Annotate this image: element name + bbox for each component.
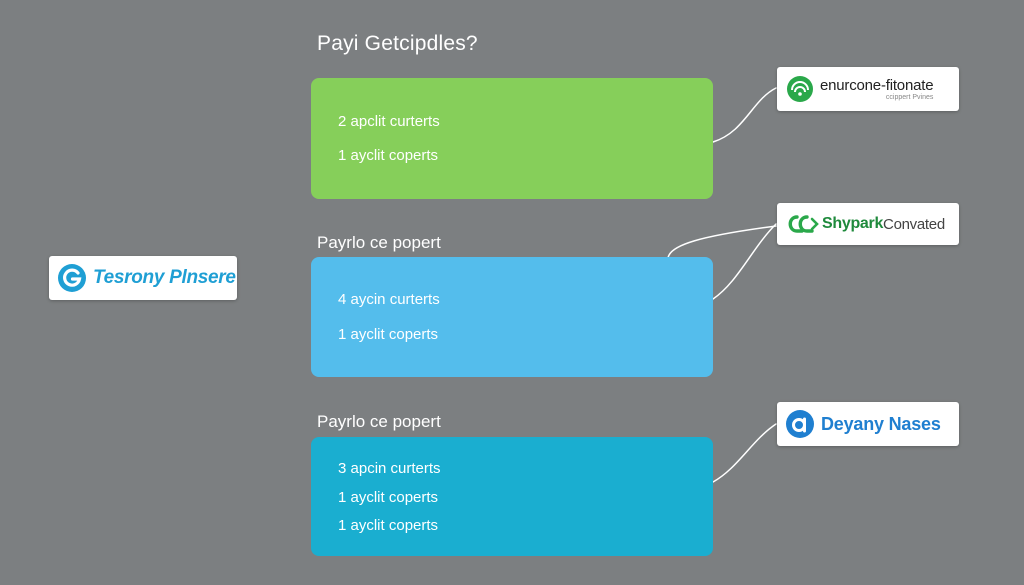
card-line: 1 ayclit coperts — [338, 516, 439, 534]
a-circle-icon — [786, 410, 814, 438]
section-label-2: Payrlo ce popert — [317, 233, 441, 252]
left-logo: Tesrony Plnsere — [49, 256, 237, 300]
connector-1 — [712, 87, 777, 143]
connector-2 — [712, 223, 777, 300]
card-line: 1 ayclit coperts — [338, 147, 439, 164]
card-line: 2 apclit curterts — [338, 113, 440, 130]
diagram-title: Payi Getcipdles? — [317, 32, 478, 55]
card-line: 4 aycin curterts — [338, 291, 440, 308]
ribbon-icon — [788, 215, 819, 233]
left-logo-name: Tesrony Plnsere — [93, 267, 236, 288]
partner-logo-3: Deyany Nases — [777, 402, 959, 446]
connector-3 — [667, 225, 777, 259]
partner-logo-2-name: Shypark — [822, 215, 884, 232]
section-label-3: Payrlo ce popert — [317, 412, 441, 431]
section-card-3: 3 apcin curterts 1 ayclit coperts 1 aycl… — [311, 437, 713, 556]
card-line: 1 ayclit coperts — [338, 488, 439, 506]
card-line: 1 ayclit coperts — [338, 326, 439, 343]
connector-4 — [712, 423, 777, 483]
signal-circle-icon — [787, 76, 813, 102]
partner-logo-1-name: enurcone-fitonate — [820, 76, 934, 94]
partner-logo-2: Shypark Convated — [777, 203, 959, 245]
section-card-1: 2 apclit curterts 1 ayclit coperts — [311, 78, 713, 199]
partner-logo-1: enurcone-fitonate ccippert Pvines — [777, 67, 959, 111]
partner-logo-2-suffix: Convated — [883, 215, 945, 233]
section-card-2: 4 aycin curterts 1 ayclit coperts — [311, 257, 713, 377]
partner-logo-3-name: Deyany Nases — [821, 413, 941, 434]
partner-logo-1-tagline: ccippert Pvines — [885, 93, 934, 101]
g-circle-icon — [58, 264, 86, 292]
card-line: 3 apcin curterts — [338, 459, 441, 477]
